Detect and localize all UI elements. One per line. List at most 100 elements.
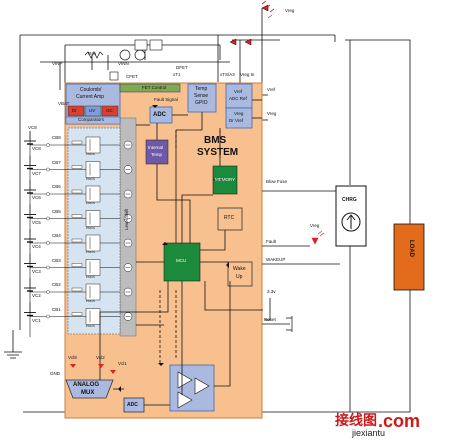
coulomb-amp-label-1: Coulomb/ bbox=[80, 87, 102, 93]
comparators-label: Comparators bbox=[78, 117, 105, 122]
cell-voltage-label: VC2 bbox=[32, 293, 41, 298]
vref-adc-box bbox=[225, 83, 253, 109]
cell-voltage-label: VC6 bbox=[32, 195, 41, 200]
coulomb-uv-cell bbox=[84, 105, 102, 117]
balance-fet bbox=[85, 308, 101, 325]
pmos-label: PMOS bbox=[86, 274, 95, 279]
fet-control-label: FET Control bbox=[142, 85, 167, 90]
comparators-bar bbox=[65, 116, 121, 125]
vref-adc-label-2: ADC Ref bbox=[229, 96, 247, 101]
cell-voltage-label: VC5 bbox=[32, 219, 41, 225]
dfet-label: DFET bbox=[176, 65, 188, 70]
cell-balance-label: CB8 bbox=[52, 135, 61, 140]
comparator-block bbox=[169, 364, 215, 412]
balance-fet bbox=[85, 185, 101, 203]
coulomb-oc-cell bbox=[101, 105, 119, 117]
adc-bottom-label: ADC bbox=[127, 402, 138, 408]
cell-rows bbox=[30, 136, 133, 325]
load-label: LOAD bbox=[408, 240, 414, 257]
xts-a3-label: xTS/A3 bbox=[220, 72, 235, 77]
balance-fet bbox=[85, 210, 101, 227]
balance-fet bbox=[85, 234, 101, 252]
vreg-dr-label-2: Dr Vref bbox=[229, 118, 244, 123]
reset-switch bbox=[286, 316, 293, 332]
vinn-label: VINN bbox=[118, 61, 129, 66]
balance-resistor bbox=[71, 238, 83, 243]
ground-symbol bbox=[4, 330, 22, 359]
cell-node bbox=[46, 290, 50, 294]
vreg-dr-label-1: Vreg bbox=[234, 111, 244, 116]
vreg-led-label: Vreg bbox=[310, 223, 320, 228]
watermark-url: jiexiantu bbox=[352, 428, 386, 438]
analog-mux-label-2: MUX bbox=[81, 390, 95, 396]
shunt-resistor bbox=[84, 49, 146, 61]
vreg-in-label: Vreg In bbox=[240, 72, 255, 77]
cell-balance-label: CB6 bbox=[52, 184, 61, 189]
level-shift-label: Level Shift bbox=[124, 208, 129, 230]
vinp-label: VINP bbox=[52, 61, 63, 66]
analog-mux-label-1: ANALOG bbox=[73, 382, 99, 388]
cell-node bbox=[46, 143, 50, 147]
cell-balance-label: CB5 bbox=[52, 208, 61, 214]
pmos-label: PMOS bbox=[86, 225, 95, 230]
fault-led bbox=[311, 230, 325, 245]
balance-fet bbox=[85, 259, 101, 276]
wakeup-signal-label: WAKEUP bbox=[266, 257, 286, 262]
adc-top-label: ADC bbox=[153, 112, 166, 118]
gnd-label: GND bbox=[50, 371, 60, 376]
cell-voltage-label: VC8 bbox=[32, 146, 41, 151]
balance-resistor bbox=[71, 312, 83, 316]
blow-fuse-label: Blow Fuse bbox=[266, 179, 288, 184]
wakeup-box bbox=[227, 261, 253, 287]
memory-label: MEMORY bbox=[215, 177, 236, 182]
rsh-label: Rsh bbox=[88, 51, 97, 56]
top-leds bbox=[261, 0, 275, 13]
reset-label: Reset bbox=[264, 317, 276, 322]
bms-title-2: SYSTEM bbox=[197, 147, 239, 158]
coulomb-amp-label-2: Current Amp bbox=[76, 94, 105, 100]
wakeup-label-1: Wake bbox=[233, 266, 246, 272]
coulomb-dr-label: Dr bbox=[72, 108, 77, 113]
temp-sense-box bbox=[187, 83, 217, 113]
temp-sense-label-3: GPIO bbox=[195, 100, 208, 106]
vref-adc-label-1: Vref bbox=[234, 89, 243, 94]
cell-node bbox=[46, 314, 50, 319]
temp-sense-label-1: Temp bbox=[195, 86, 208, 92]
balance-resistor bbox=[71, 287, 83, 292]
watermark-dot-com: .com bbox=[378, 411, 421, 431]
vreg-right-label: Vreg bbox=[267, 111, 277, 116]
vcl8-label: Vcl8 bbox=[68, 355, 77, 360]
rtc-label: RTC bbox=[224, 215, 235, 221]
balance-resistor bbox=[71, 165, 83, 169]
coulomb-uv-label: UV bbox=[89, 108, 96, 113]
xt1-label: xT1 bbox=[173, 72, 181, 77]
battery-stack bbox=[24, 131, 50, 337]
cell-node bbox=[46, 265, 50, 270]
cell-balance-label: CB7 bbox=[52, 159, 61, 165]
balance-resistor bbox=[71, 263, 83, 267]
cell-voltage-label: VC4 bbox=[32, 244, 41, 249]
cell-node bbox=[46, 192, 50, 196]
cell-voltage-label: VC1 bbox=[32, 317, 41, 323]
coulomb-dr-cell bbox=[67, 105, 85, 117]
cell-node bbox=[46, 216, 50, 221]
vbat-label: VBAT bbox=[58, 101, 70, 106]
top-diodes bbox=[229, 4, 273, 46]
balance-fet bbox=[85, 283, 101, 301]
arrows bbox=[118, 105, 229, 392]
balance-fet bbox=[85, 161, 101, 178]
pmos-label: PMOS bbox=[86, 323, 95, 328]
cell-balance-label: CB1 bbox=[52, 306, 61, 312]
cell-voltage-label: VC3 bbox=[32, 268, 41, 274]
vref-label: Vref bbox=[267, 87, 276, 92]
coulomb-oc-label: OC bbox=[106, 108, 113, 113]
pmos-label: PMOS bbox=[86, 299, 95, 303]
vcl-arrows bbox=[70, 364, 116, 374]
cell-node bbox=[46, 167, 50, 172]
wakeup-label-2: Up bbox=[236, 274, 243, 280]
cell-balance-label: CB4 bbox=[52, 233, 61, 238]
temp-sense-label-2: Sense bbox=[194, 93, 209, 99]
vcl2-label: Vcl2 bbox=[96, 355, 105, 360]
fet-control-box bbox=[119, 83, 181, 93]
